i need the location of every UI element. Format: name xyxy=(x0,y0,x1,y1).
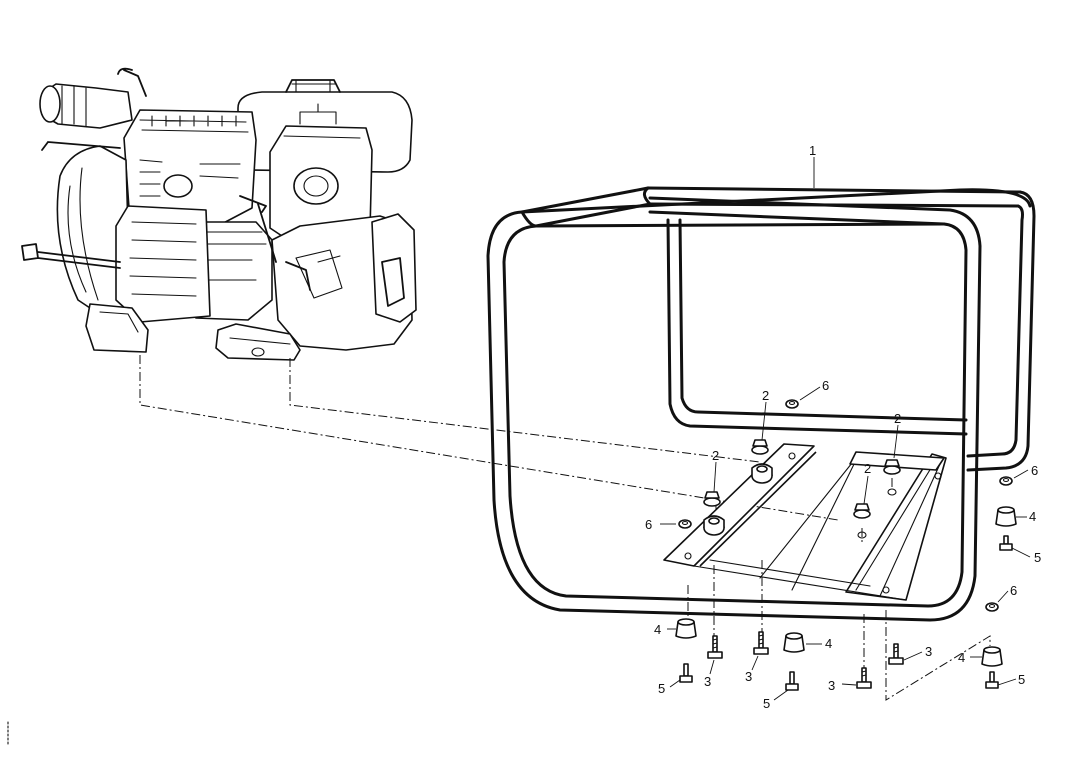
flange-nut-d xyxy=(883,459,901,475)
callout-screw-d: 5 xyxy=(1018,672,1025,687)
washer-a xyxy=(785,399,799,409)
callout-mount-b: 4 xyxy=(825,636,832,651)
callout-mount-a: 4 xyxy=(654,622,661,637)
callout-labels: 1 2 2 2 2 6 6 6 6 4 4 4 4 3 3 3 3 5 5 5 … xyxy=(645,143,1041,711)
rubber-mount-a xyxy=(675,618,697,639)
flange-nut-b xyxy=(751,439,769,455)
callout-washer-d: 6 xyxy=(1010,583,1017,598)
engine-pump-assembly xyxy=(21,67,417,361)
callout-washer-b: 6 xyxy=(645,517,652,532)
callout-bolt-a: 3 xyxy=(704,674,711,689)
alignment-lines xyxy=(139,355,991,701)
screw-b xyxy=(785,671,799,691)
bolt-d xyxy=(888,643,904,665)
screw-d xyxy=(985,671,999,689)
frame-assembly xyxy=(486,186,1036,622)
rail-mount-right xyxy=(751,463,773,484)
screw-c xyxy=(999,535,1013,551)
callout-washer-a: 6 xyxy=(822,378,829,393)
rail-mount-left xyxy=(703,515,725,536)
flange-nut-c xyxy=(853,503,871,519)
callout-screw-a: 5 xyxy=(658,681,665,696)
bolt-c xyxy=(856,667,872,689)
screw-a xyxy=(679,663,693,683)
callout-washer-c: 6 xyxy=(1031,463,1038,478)
callout-screw-c: 5 xyxy=(1034,550,1041,565)
washer-d xyxy=(985,602,999,612)
callout-bolt-c: 3 xyxy=(828,678,835,693)
callout-screw-b: 5 xyxy=(763,696,770,711)
washer-b xyxy=(678,519,692,529)
rubber-mount-c xyxy=(995,506,1017,527)
leader-lines xyxy=(660,157,1031,701)
bolt-b xyxy=(753,631,769,655)
callout-bolt-d: 3 xyxy=(925,644,932,659)
washer-c xyxy=(999,476,1013,486)
flange-nut-a xyxy=(703,491,721,507)
bolt-a xyxy=(707,635,723,659)
callout-mount-d: 4 xyxy=(958,650,965,665)
callout-nut-c: 2 xyxy=(712,448,719,463)
callout-frame: 1 xyxy=(809,143,816,158)
rubber-mount-d xyxy=(981,646,1003,667)
callout-mount-c: 4 xyxy=(1029,509,1036,524)
callout-nut-b: 2 xyxy=(894,411,901,426)
rubber-mount-b xyxy=(783,632,805,653)
callout-nut-a: 2 xyxy=(762,388,769,403)
callout-nut-d: 2 xyxy=(864,461,871,476)
callout-bolt-b: 3 xyxy=(745,669,752,684)
